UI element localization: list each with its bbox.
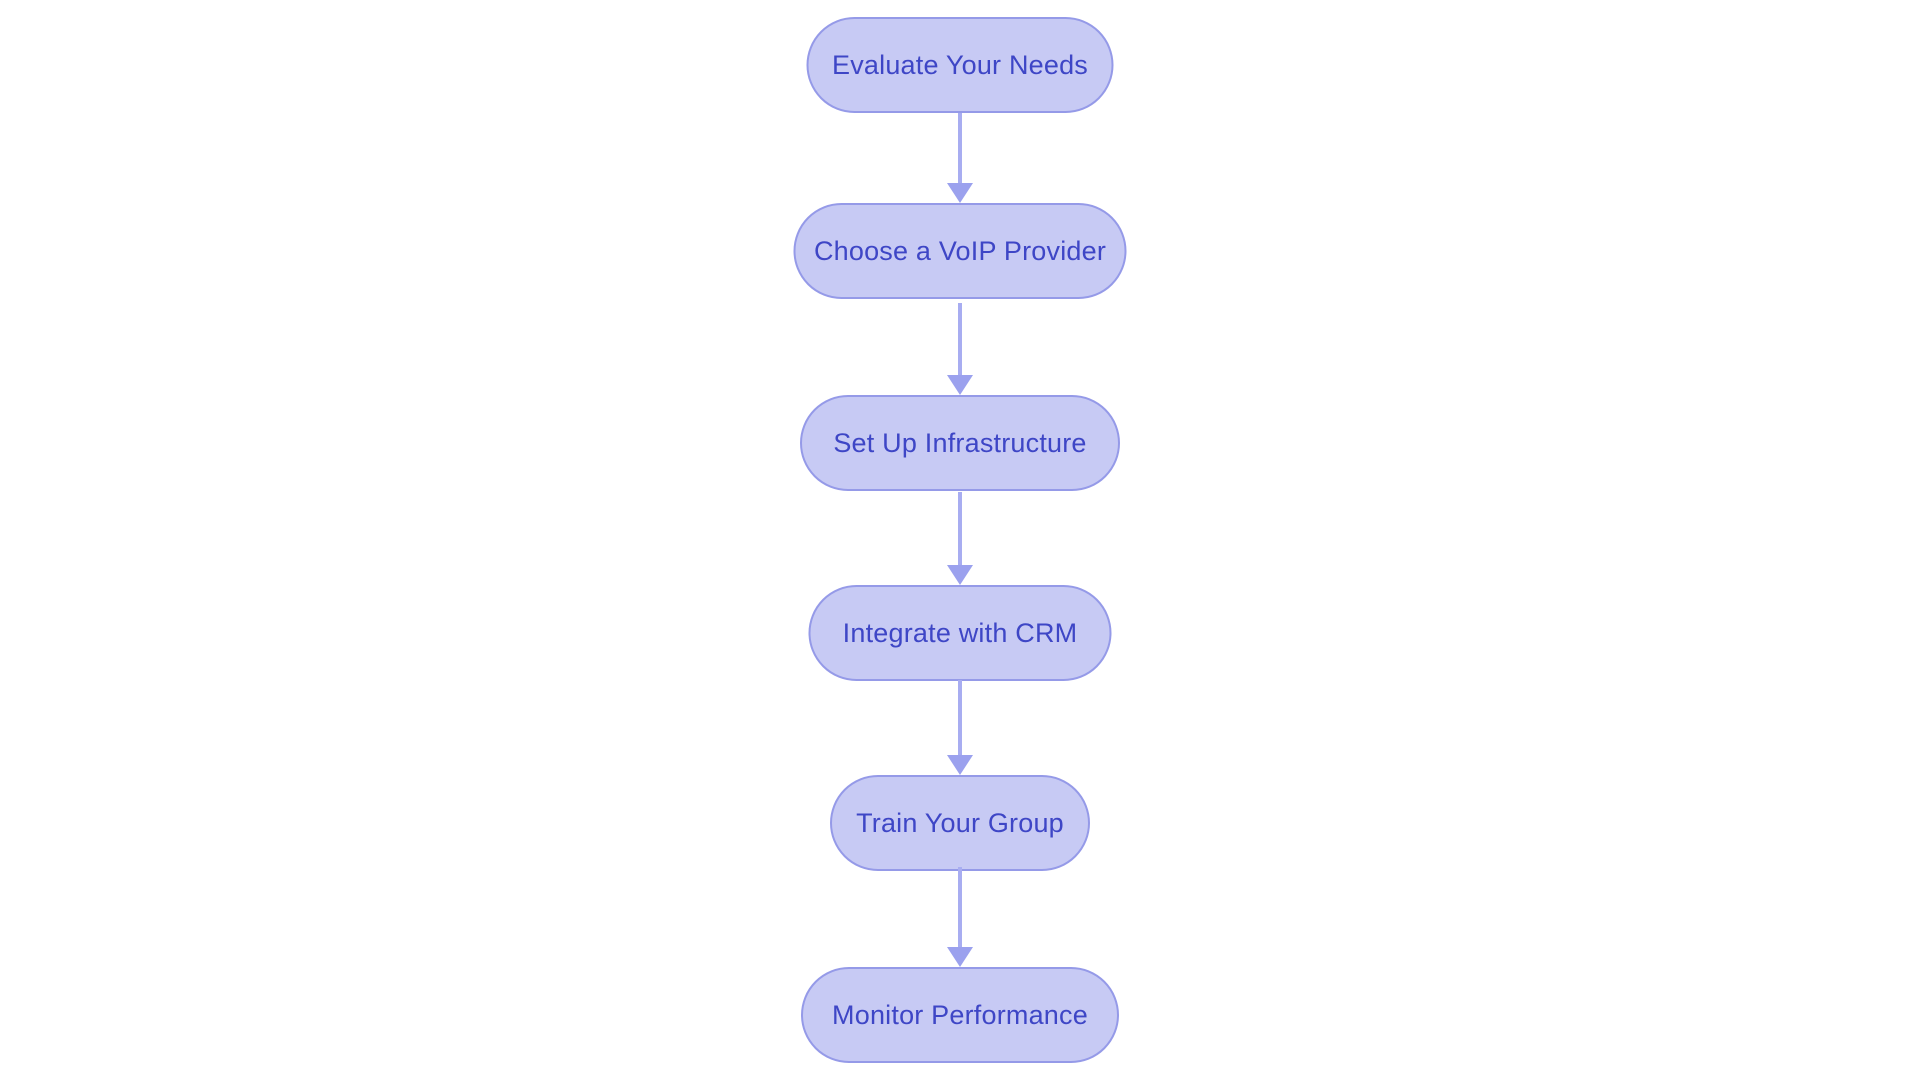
node-label: Evaluate Your Needs bbox=[832, 49, 1088, 80]
flow-node-choose-provider: Choose a VoIP Provider bbox=[793, 203, 1127, 299]
arrow-stem bbox=[958, 303, 962, 375]
node-label: Integrate with CRM bbox=[842, 617, 1078, 648]
arrow-stem bbox=[958, 492, 962, 565]
connector-arrow bbox=[947, 867, 973, 967]
arrow-head-icon bbox=[947, 755, 973, 775]
connector-arrow bbox=[947, 680, 973, 775]
arrow-head-icon bbox=[947, 183, 973, 203]
node-label: Choose a VoIP Provider bbox=[813, 235, 1107, 266]
arrow-stem bbox=[958, 867, 962, 947]
flow-node-evaluate-needs: Evaluate Your Needs bbox=[806, 17, 1114, 113]
flow-node-train-group: Train Your Group bbox=[830, 775, 1090, 871]
arrow-stem bbox=[958, 113, 962, 183]
arrow-head-icon bbox=[947, 375, 973, 395]
node-label: Monitor Performance bbox=[832, 999, 1088, 1030]
node-label: Set Up Infrastructure bbox=[833, 427, 1087, 458]
connector-arrow bbox=[947, 113, 973, 203]
arrow-head-icon bbox=[947, 565, 973, 585]
flow-node-monitor-performance: Monitor Performance bbox=[801, 967, 1119, 1063]
connector-arrow bbox=[947, 492, 973, 585]
arrow-head-icon bbox=[947, 947, 973, 967]
connector-arrow bbox=[947, 303, 973, 395]
flow-node-integrate-crm: Integrate with CRM bbox=[808, 585, 1112, 681]
flow-node-setup-infrastructure: Set Up Infrastructure bbox=[800, 395, 1120, 491]
arrow-stem bbox=[958, 680, 962, 755]
node-label: Train Your Group bbox=[856, 807, 1064, 838]
